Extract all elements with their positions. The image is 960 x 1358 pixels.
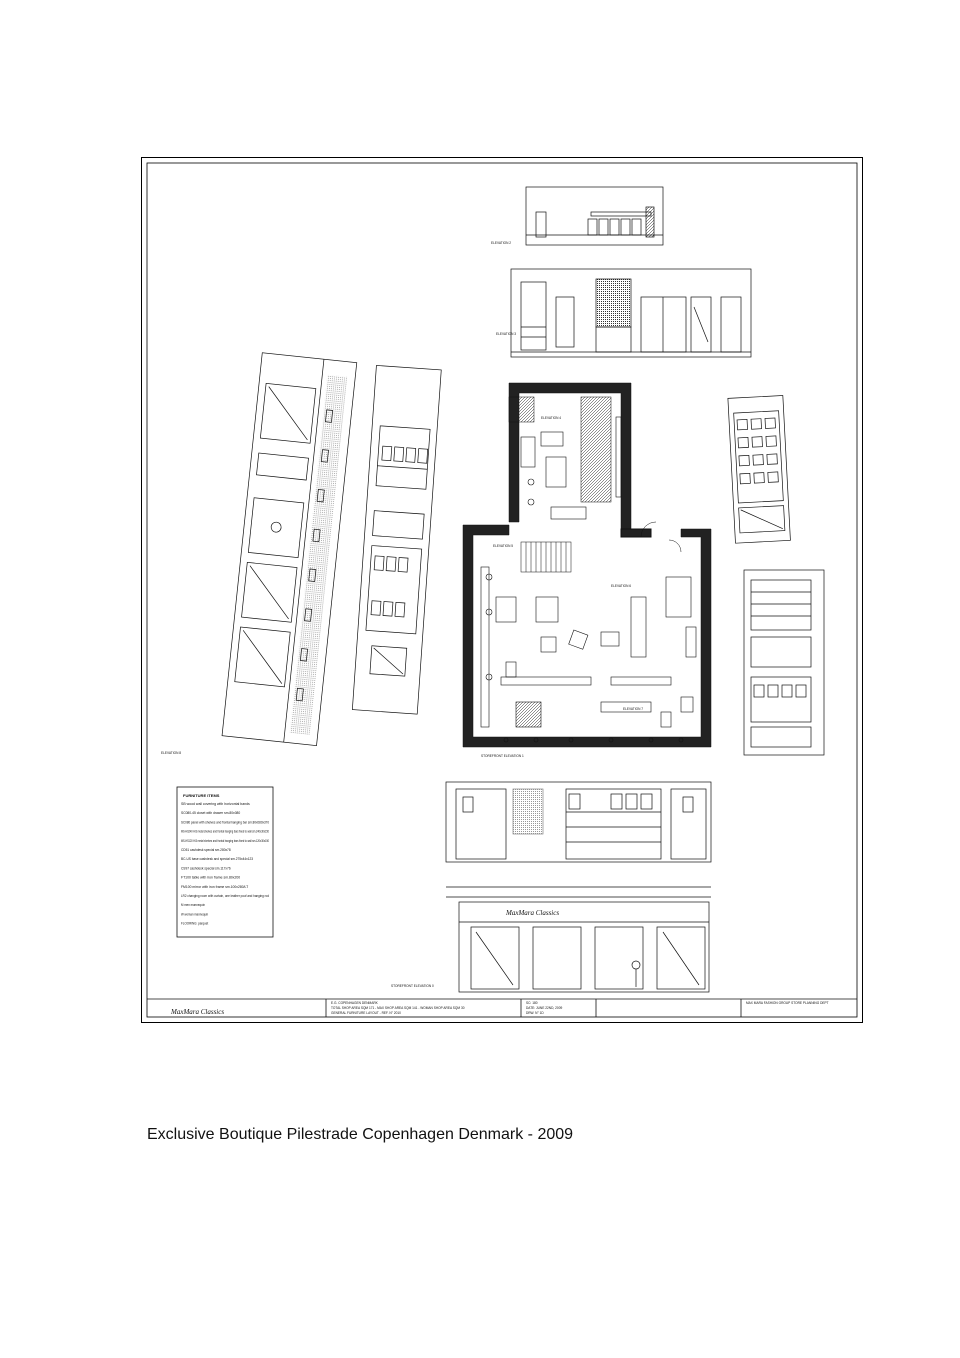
legend-item: MS-HS240 H/3 metal shelves and frontal h… xyxy=(181,830,269,834)
legend-item: LR2 changing room with curtain, one leat… xyxy=(181,894,269,898)
facade-shop-logo: MaxMara Classics xyxy=(505,909,559,917)
legend-item: M men mannequin xyxy=(181,903,205,907)
elevation-left-tilted-facade xyxy=(221,352,358,746)
architectural-layout-drawing: ELEVATION 2 ELEVATION 3 xyxy=(141,157,863,1023)
legend-item: MS-HS120 H/3 metal shelves and frontal h… xyxy=(181,839,269,843)
title-block-code: SC: 180 xyxy=(526,1001,538,1005)
legend-title: FURNITURE ITEMS xyxy=(183,793,220,798)
title-block-area: TOTAL SHOP AREA SQM 171 - MAX SHOP AREA … xyxy=(331,1006,465,1010)
inner-border xyxy=(146,162,858,1018)
furniture-legend: FURNITURE ITEMS SB wood wall covering wi… xyxy=(176,786,274,938)
legend-item: CD51 cashdesk special sm.280x78 xyxy=(181,848,231,852)
legend-item: CS97 cashdesk special sm.117x76 xyxy=(181,866,231,870)
legend-item: SC080-45 closet with drawer sm.80x080 xyxy=(181,811,240,815)
label-storefront-facade: STOREFRONT ELEVATION 0 xyxy=(391,984,434,988)
label-elevation-5: ELEVATION 5 xyxy=(493,544,513,548)
label-elevation-7: ELEVATION 7 xyxy=(623,707,643,711)
title-block-date: DATE: JUNE 22ND, 2009 xyxy=(526,1006,562,1010)
elevation-storefront-interior xyxy=(445,781,712,863)
title-block-department: MAX MARA FASHION GROUP STORE PLANNING DE… xyxy=(746,1001,829,1005)
page-caption: Exclusive Boutique Pilestrade Copenhagen… xyxy=(147,1126,574,1143)
legend-item: FM100 mirror with iron frame sm.100x280/… xyxy=(181,885,248,889)
legend-item: SB wood wall covering with horizontal ba… xyxy=(181,802,250,806)
legend-item: BC-US base cashdesk and special sm.275x4… xyxy=(181,857,253,861)
label-storefront-elevation-1: STOREFRONT ELEVATION 1 xyxy=(481,754,524,758)
legend-item: FLOORING: parquet xyxy=(181,922,208,926)
legend-item: SC080 panel with shelves and frontal han… xyxy=(181,820,269,824)
title-block-drawing-number: DRW. N° 1D xyxy=(526,1011,544,1015)
label-elevation-6: ELEVATION 6 xyxy=(611,584,631,588)
title-block xyxy=(147,998,857,1017)
label-elevation-2: ELEVATION 2 xyxy=(491,241,511,245)
label-elevation-storefront-left: ELEVATION 8 xyxy=(161,751,181,755)
elevation-right-lower xyxy=(743,569,825,756)
outer-border xyxy=(141,157,863,1023)
label-elevation-4: ELEVATION 4 xyxy=(541,416,561,420)
elevation-top-small xyxy=(525,186,664,246)
floor-plan xyxy=(462,382,712,748)
elevation-left-tilted-interior xyxy=(351,365,442,715)
title-block-layout: GENERAL FURNITURE LAYOUT - REF. N° 2010 xyxy=(331,1011,401,1015)
legend-item: W woman mannequin xyxy=(181,912,208,916)
elevation-storefront-facade xyxy=(446,886,711,993)
title-block-logo: MaxMara Classics xyxy=(170,1008,224,1016)
label-elevation-3: ELEVATION 3 xyxy=(496,332,516,336)
drawing-sheet: ELEVATION 2 ELEVATION 3 xyxy=(141,157,863,1023)
legend-item: FT100 table with iron frame sm.80x200 xyxy=(181,876,240,880)
elevation-right-tilted xyxy=(727,395,791,544)
title-block-project: E.G. COPENHAGEN DENMARK xyxy=(331,1001,379,1005)
elevation-second xyxy=(510,268,752,358)
